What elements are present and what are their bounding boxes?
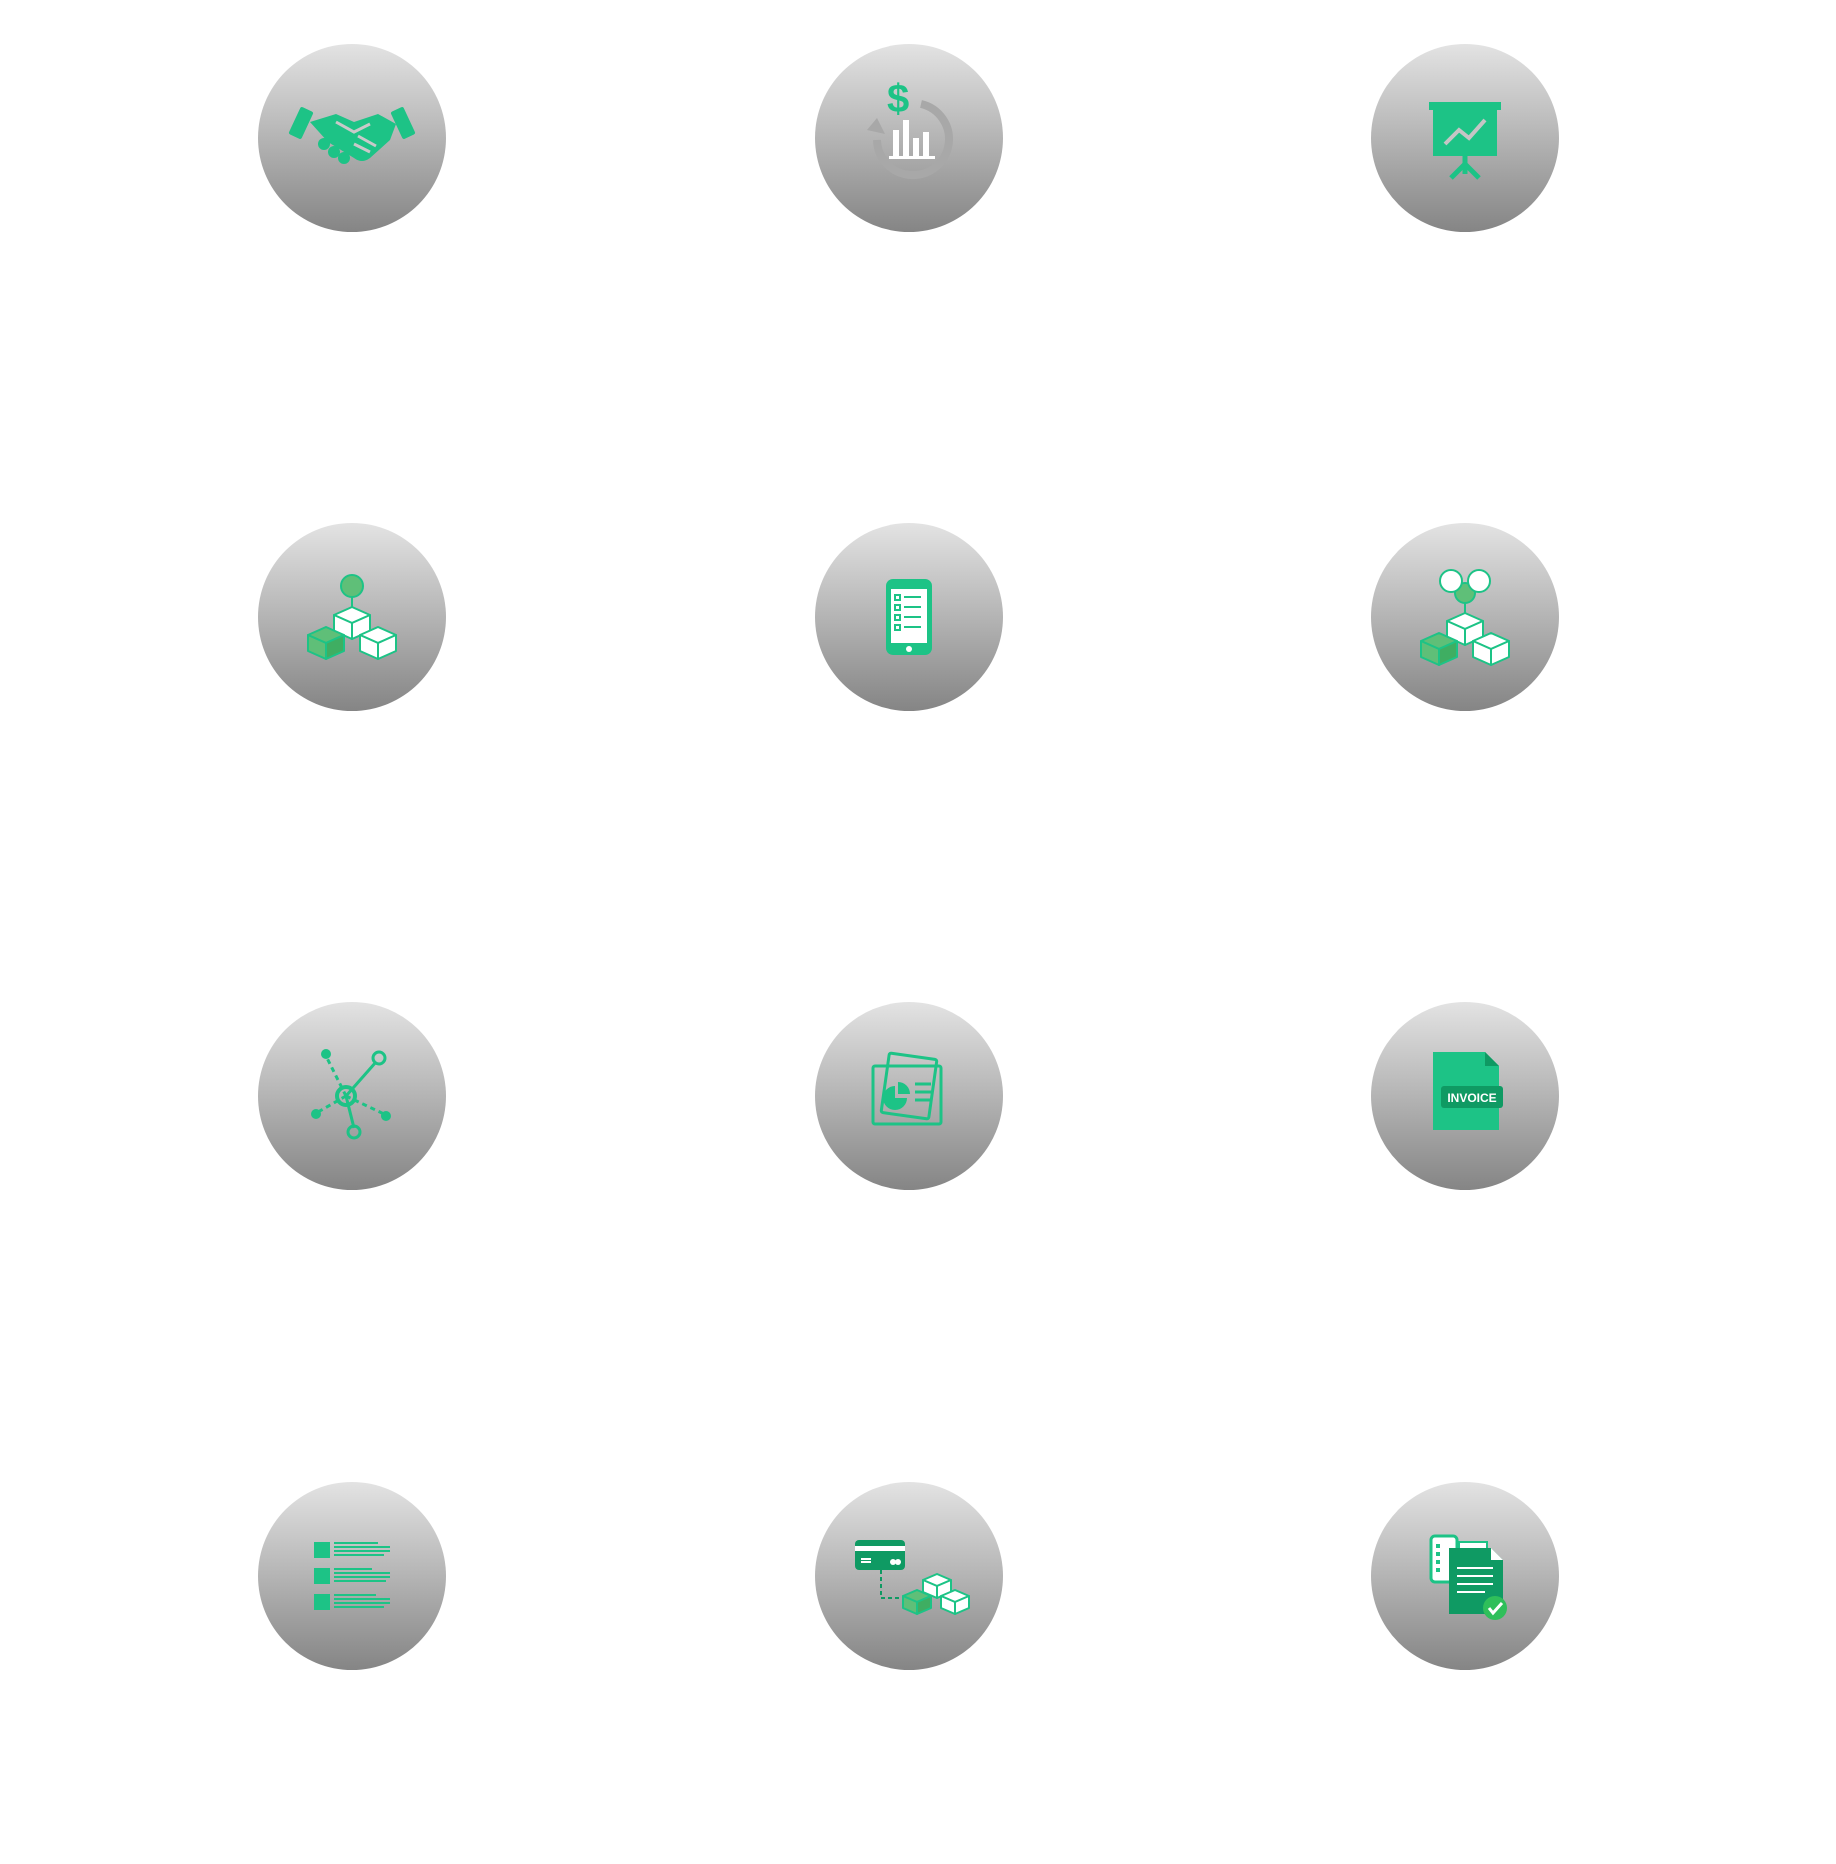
network-tile[interactable] (258, 1002, 446, 1190)
node-boxes-tile[interactable] (258, 523, 446, 711)
invoice-tile[interactable]: INVOICE (1371, 1002, 1559, 1190)
mobile-checklist-tile[interactable] (815, 523, 1003, 711)
linked-boxes-tile[interactable] (1371, 523, 1559, 711)
invoice-label: INVOICE (1447, 1091, 1496, 1105)
list-layout-icon (314, 1542, 390, 1610)
invoice-file-icon: INVOICE (1433, 1052, 1503, 1130)
mobile-checklist-icon (886, 579, 932, 655)
handshake-icon (288, 107, 416, 164)
node-boxes-hierarchy-icon (307, 574, 397, 660)
approved-docs-tile[interactable] (1371, 1482, 1559, 1670)
card-payment-boxes-icon (855, 1540, 970, 1615)
svg-text:$: $ (887, 77, 909, 121)
network-graph-icon (311, 1049, 391, 1140)
presentation-tile[interactable] (1371, 44, 1559, 232)
report-docs-tile[interactable] (815, 1002, 1003, 1190)
presentation-board-chart-icon (1429, 102, 1501, 180)
handshake-tile[interactable] (258, 44, 446, 232)
linked-nodes-boxes-icon (1420, 569, 1510, 666)
approved-documents-icon (1429, 1534, 1507, 1620)
finance-cycle-tile[interactable]: $ (815, 44, 1003, 232)
card-payment-tile[interactable] (815, 1482, 1003, 1670)
dollar-bar-chart-cycle-icon: $ (867, 77, 953, 180)
list-layout-tile[interactable] (258, 1482, 446, 1670)
report-documents-icon (871, 1051, 943, 1126)
